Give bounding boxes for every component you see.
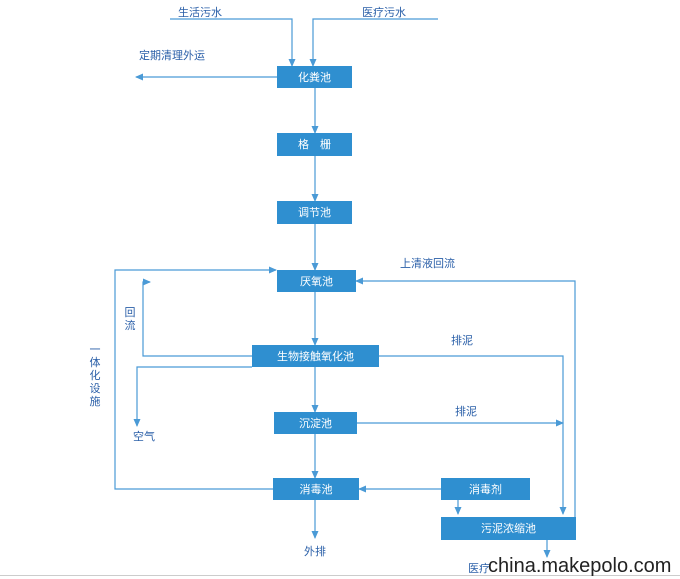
domestic-sewage-label: 生活污水 bbox=[178, 6, 222, 19]
sludge-discharge-label-2: 排泥 bbox=[455, 405, 477, 418]
sludge-discharge-line-1 bbox=[379, 355, 567, 515]
supernatant-return-line bbox=[355, 277, 576, 517]
air-line bbox=[133, 366, 252, 427]
grille-box: 格 栅 bbox=[277, 133, 352, 156]
contact-oxidation-tank-box: 生物接触氧化池 bbox=[252, 345, 379, 367]
medical-sewage-label: 医疗污水 bbox=[362, 6, 406, 19]
anaerobic-tank-box: 厌氧池 bbox=[277, 270, 356, 292]
medical-waste-partial-label: 医疗 bbox=[468, 562, 490, 575]
sludge-discharge-label-1: 排泥 bbox=[451, 334, 473, 347]
supernatant-return-label: 上清液回流 bbox=[400, 257, 455, 270]
domestic-sewage-line bbox=[170, 18, 296, 67]
sludge-thickening-tank-box: 污泥浓缩池 bbox=[441, 517, 576, 540]
air-label: 空气 bbox=[133, 430, 155, 443]
integrated-equipment-label: 一体化设施 bbox=[89, 343, 101, 408]
sedimentation-tank-box: 沉淀池 bbox=[274, 412, 357, 434]
return-flow-loop bbox=[142, 278, 252, 357]
watermark-text: china.makepolo.com bbox=[488, 555, 672, 577]
disinfectant-box: 消毒剂 bbox=[441, 478, 530, 500]
medical-sewage-line bbox=[309, 18, 438, 67]
effluent-label: 外排 bbox=[304, 545, 326, 558]
disinfection-tank-box: 消毒池 bbox=[273, 478, 359, 500]
regulating-tank-box: 调节池 bbox=[277, 201, 352, 224]
integrated-equipment-loop bbox=[114, 266, 277, 490]
periodic-cleaning-label: 定期清理外运 bbox=[139, 49, 205, 62]
return-flow-label: 回流 bbox=[124, 306, 136, 332]
septic-tank-box: 化粪池 bbox=[277, 66, 352, 88]
page-bottom-divider bbox=[0, 575, 680, 576]
